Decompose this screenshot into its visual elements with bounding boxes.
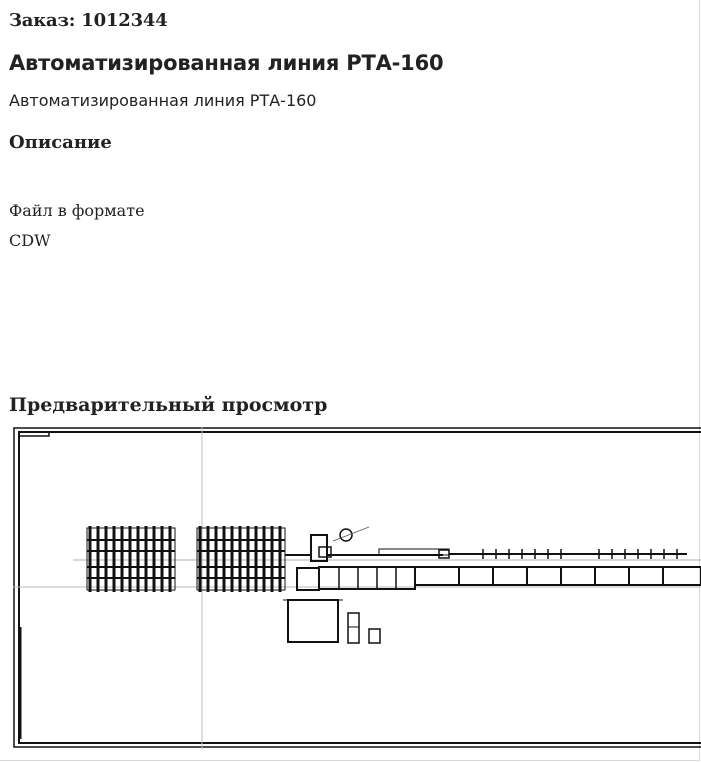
product-title: Автоматизированная линия РТА-160: [9, 51, 444, 75]
technical-drawing-image: [13, 427, 701, 749]
drawing-preview[interactable]: [13, 427, 701, 749]
product-subtitle: Автоматизированная линия РТА-160: [9, 91, 317, 110]
description-heading: Описание: [9, 132, 112, 153]
description-text: Файл в формате CDW: [9, 201, 145, 250]
order-number: Заказ: 1012344: [9, 10, 168, 31]
preview-heading: Предварительный просмотр: [9, 394, 328, 416]
